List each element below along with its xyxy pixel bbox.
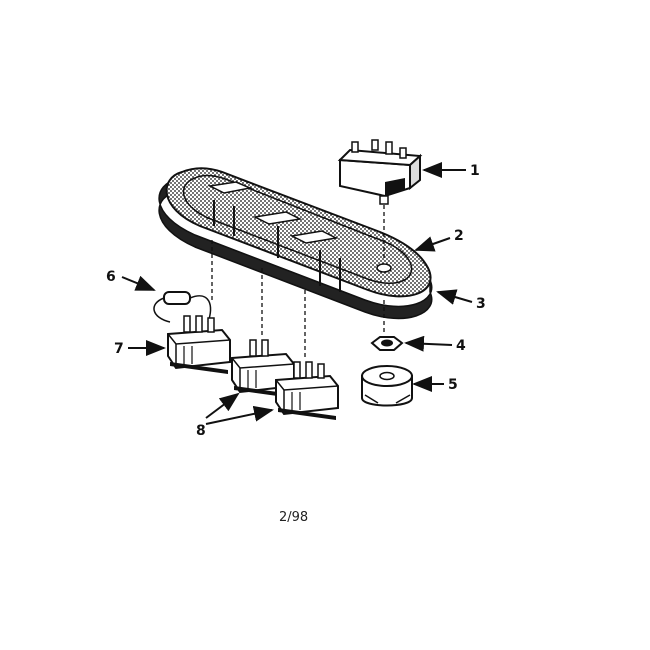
callout-8: 8 xyxy=(196,423,206,439)
switch-opening-3 xyxy=(289,230,339,244)
callout-1: 1 xyxy=(470,163,480,179)
callout-6: 6 xyxy=(106,269,116,285)
callout-5: 5 xyxy=(448,377,458,393)
switch-opening-2 xyxy=(252,211,303,225)
thermostat-block xyxy=(337,139,423,205)
assembly-guide-lines xyxy=(211,205,385,360)
revision-date-code: 2/98 xyxy=(279,510,309,525)
oval-base-plate xyxy=(158,167,433,320)
callout-arrows xyxy=(121,162,473,425)
callout-3: 3 xyxy=(476,296,486,312)
switch-opening-1 xyxy=(207,181,253,194)
callout-4: 4 xyxy=(456,338,466,354)
control-knob xyxy=(361,365,413,407)
callout-7: 7 xyxy=(114,341,124,357)
rocker-switch-left xyxy=(167,315,231,374)
callout-2: 2 xyxy=(454,228,464,244)
hex-nut xyxy=(370,336,404,351)
rocker-switch-right xyxy=(275,361,339,420)
